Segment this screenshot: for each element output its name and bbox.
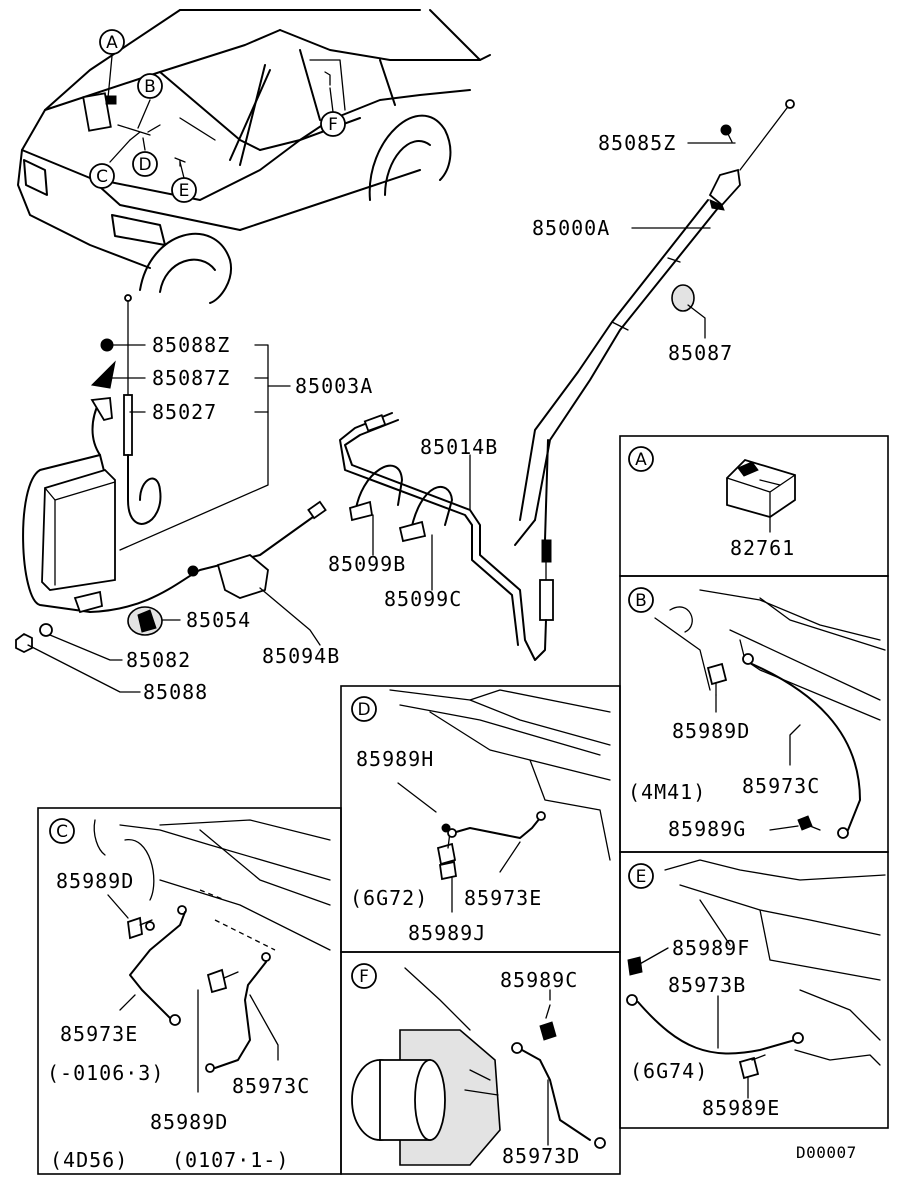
label-85099b: 85099B xyxy=(328,552,406,576)
key-a-marker: A xyxy=(99,29,125,55)
svg-text:E: E xyxy=(179,181,190,201)
label-e-85973b: 85973B xyxy=(668,973,746,997)
label-85082: 85082 xyxy=(126,648,191,672)
detail-b-panel: B 85989D (4M41) 85973C 85989G xyxy=(619,575,889,853)
detail-c-panel: C 85989D 85973E (-0106·3) 85973C 85989D … xyxy=(37,807,342,1175)
diagram-code: D00007 xyxy=(796,1143,857,1162)
label-85099c: 85099C xyxy=(384,587,462,611)
label-85088: 85088 xyxy=(143,680,208,704)
svg-text:F: F xyxy=(328,115,338,135)
detail-e-panel: E 85989F 85973B (6G74) 85989E xyxy=(619,851,889,1129)
screw-85085z-icon xyxy=(720,124,733,143)
svg-text:B: B xyxy=(144,77,156,97)
label-c-85989d-bottom: 85989D xyxy=(150,1110,228,1134)
antenna-assembly: 85085Z 85000A 85087 xyxy=(514,99,795,621)
svg-text:F: F xyxy=(359,967,369,987)
label-b-85989d: 85989D xyxy=(672,719,750,743)
svg-text:C: C xyxy=(56,822,68,842)
label-b-85973c: 85973C xyxy=(742,774,820,798)
label-85094b: 85094B xyxy=(262,644,340,668)
label-b-4m41: (4M41) xyxy=(628,780,706,804)
label-c-85973e: 85973E xyxy=(60,1022,138,1046)
svg-text:B: B xyxy=(635,591,647,611)
svg-text:A: A xyxy=(106,33,118,53)
key-b-marker: B xyxy=(137,73,163,99)
label-85088z: 85088Z xyxy=(152,333,230,357)
label-d-6g72: (6G72) xyxy=(350,886,428,910)
label-e-6g74: (6G74) xyxy=(630,1059,708,1083)
vehicle-overview: A B C D E F xyxy=(17,9,491,304)
label-e-85989f: 85989F xyxy=(672,936,750,960)
grommet-85087-icon xyxy=(671,284,695,312)
label-c-date2: (0107·1-) xyxy=(172,1148,289,1172)
label-85054: 85054 xyxy=(186,608,251,632)
label-f-85989c: 85989C xyxy=(500,968,578,992)
label-85003a: 85003A xyxy=(295,374,373,398)
key-c-marker: C xyxy=(89,163,115,189)
label-c-85973c: 85973C xyxy=(232,1074,310,1098)
antenna-amplifier-group: 85088Z 85087Z 85027 85003A 85054 85082 8… xyxy=(15,294,373,704)
svg-text:D: D xyxy=(357,700,370,720)
label-c-4d56: (4D56) xyxy=(50,1148,128,1172)
label-b-85989g: 85989G xyxy=(668,817,746,841)
label-82761: 82761 xyxy=(730,536,795,560)
svg-text:E: E xyxy=(636,867,647,887)
label-c-date1: (-0106·3) xyxy=(47,1061,164,1085)
label-85027: 85027 xyxy=(152,400,217,424)
svg-text:D: D xyxy=(138,155,151,175)
label-c-85989d-top: 85989D xyxy=(56,869,134,893)
key-e-marker: E xyxy=(171,177,197,203)
detail-d-panel: D 85989H (6G72) 85973E 85989J xyxy=(340,685,621,953)
label-f-85973d: 85973D xyxy=(502,1144,580,1168)
label-85087z: 85087Z xyxy=(152,366,230,390)
label-d-85989j: 85989J xyxy=(408,921,486,945)
key-d-marker: D xyxy=(132,151,158,177)
detail-a-panel: A 82761 xyxy=(619,435,889,577)
feeder-cable-group: 85014B 85099B 85099C xyxy=(328,412,547,661)
label-d-85973e: 85973E xyxy=(464,886,542,910)
label-e-85989e: 85989E xyxy=(702,1096,780,1120)
label-85087: 85087 xyxy=(668,341,733,365)
label-85085z: 85085Z xyxy=(598,131,676,155)
label-d-85989h: 85989H xyxy=(356,747,434,771)
label-85000a: 85000A xyxy=(532,216,610,240)
key-f-marker: F xyxy=(320,111,346,137)
svg-text:A: A xyxy=(635,450,647,470)
svg-text:C: C xyxy=(96,167,108,187)
label-85014b: 85014B xyxy=(420,435,498,459)
detail-f-panel: F 85989C 85973D xyxy=(340,951,621,1175)
